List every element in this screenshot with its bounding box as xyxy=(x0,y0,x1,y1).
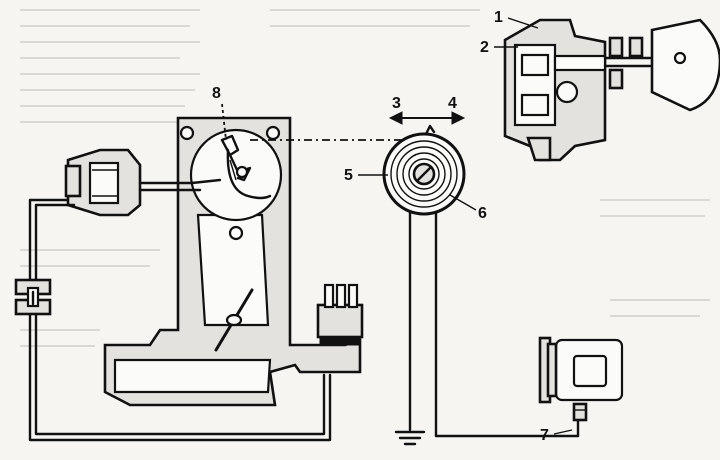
coil-wiring xyxy=(394,210,580,446)
svg-text:7: 7 xyxy=(540,427,549,444)
choke-coil-housing xyxy=(382,124,466,216)
svg-text:4: 4 xyxy=(448,95,457,112)
svg-text:1: 1 xyxy=(494,9,503,26)
callout-1: 1 xyxy=(494,9,539,29)
background-print-lines xyxy=(20,9,710,347)
alternator xyxy=(538,336,624,422)
callout-7: 7 xyxy=(540,427,573,444)
callout-3: 3 xyxy=(392,95,401,112)
choke-detail-assembly xyxy=(503,18,652,162)
callout-4: 4 xyxy=(448,95,457,112)
callout-8: 8 xyxy=(212,85,227,141)
choke-linkage xyxy=(220,134,272,200)
callout-2: 2 xyxy=(480,39,518,56)
delay-valve xyxy=(14,278,52,316)
svg-text:5: 5 xyxy=(344,167,353,184)
svg-text:8: 8 xyxy=(212,85,221,102)
choke-lever-plate xyxy=(650,18,720,112)
rotation-arrows xyxy=(388,111,466,125)
temperature-sensor xyxy=(316,283,364,346)
svg-text:6: 6 xyxy=(478,205,487,222)
vacuum-diaphragm-unit xyxy=(64,148,222,217)
callout-6: 6 xyxy=(449,194,487,222)
svg-text:3: 3 xyxy=(392,95,401,112)
callout-5: 5 xyxy=(344,167,388,184)
throttle-plate xyxy=(214,288,254,352)
vacuum-hose xyxy=(28,198,332,442)
svg-text:2: 2 xyxy=(480,39,489,56)
